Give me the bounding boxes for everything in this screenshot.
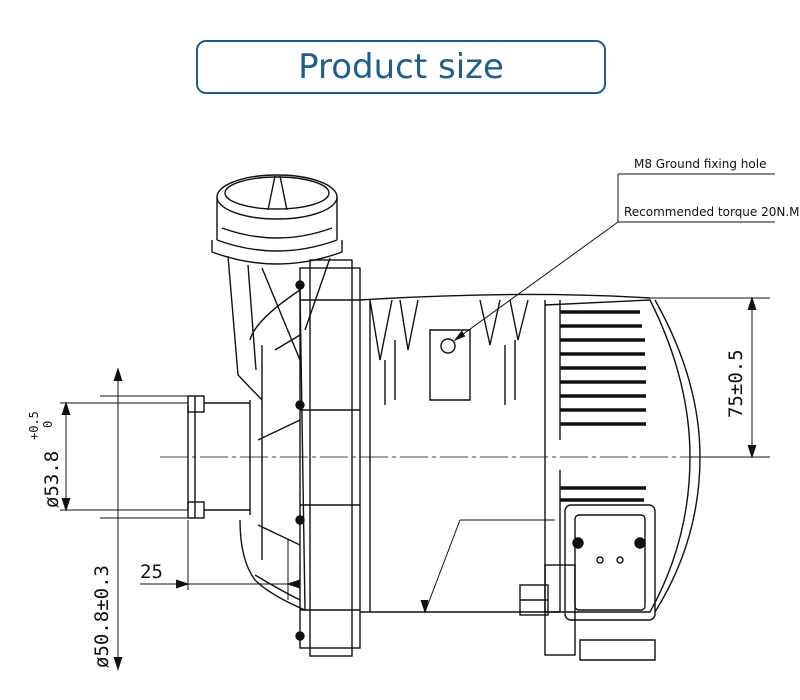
side-outlet-pipe xyxy=(187,395,251,519)
dim-75 xyxy=(650,296,770,459)
dim-53 xyxy=(60,401,188,512)
label-75: 75±0.5 xyxy=(725,349,747,418)
label-dia-53-tol-lower: 0 xyxy=(41,421,55,428)
label-dia-50: ø50.8±0.3 xyxy=(91,565,113,668)
label-dia-53: ø53.8 xyxy=(41,451,63,508)
dim-25 xyxy=(140,520,301,600)
volute-housing xyxy=(239,288,306,612)
title-box: Product size xyxy=(196,40,606,94)
page-title: Product size xyxy=(298,47,504,87)
callout-leaders xyxy=(420,173,775,614)
fixing-hole-bracket xyxy=(429,329,471,401)
label-dia-53-tol-upper: +0.5 xyxy=(27,411,41,440)
top-inlet-pipe xyxy=(211,174,343,401)
connector xyxy=(519,504,656,661)
callout-torque: Recommended torque 20N.M xyxy=(624,205,800,219)
label-25: 25 xyxy=(140,561,163,583)
motor-body xyxy=(359,293,651,613)
cooling-fins xyxy=(560,310,646,502)
dim-50 xyxy=(100,367,188,671)
callout-fixing-hole: M8 Ground fixing hole xyxy=(634,157,766,171)
main-flange xyxy=(295,259,361,657)
